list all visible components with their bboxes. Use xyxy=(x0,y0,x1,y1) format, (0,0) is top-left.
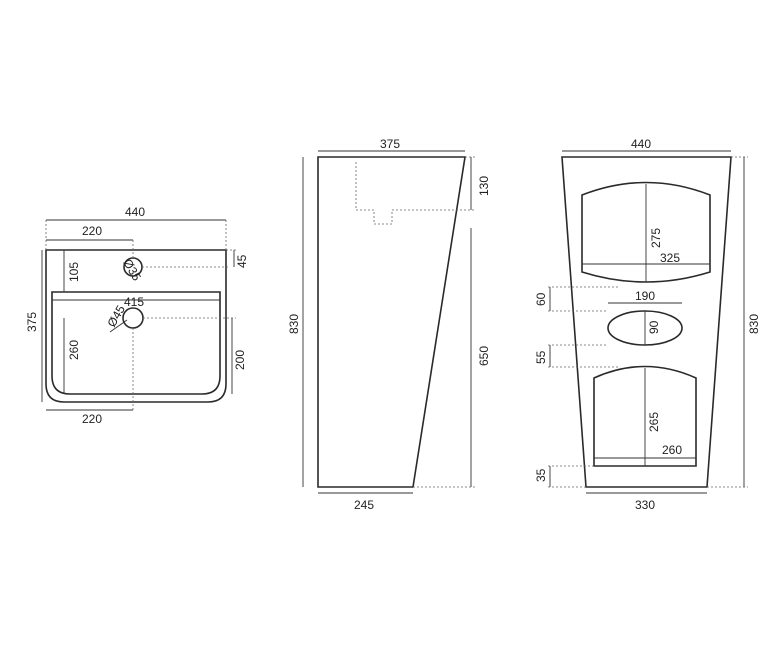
gap-upper-label: 60 xyxy=(534,292,548,306)
base-width-label: 330 xyxy=(635,498,655,512)
drain-from-front-label: 260 xyxy=(67,340,81,360)
side-body-outline xyxy=(317,156,466,488)
depth-label: 375 xyxy=(25,312,39,332)
lower-opening xyxy=(593,365,697,467)
lower-opening-width-label: 260 xyxy=(662,443,682,457)
side-total-height-label: 830 xyxy=(287,314,301,334)
top-half-label: 220 xyxy=(82,224,102,238)
oval-width-label: 190 xyxy=(635,289,655,303)
side-base-depth-label: 245 xyxy=(354,498,374,512)
front-top-width-label: 440 xyxy=(631,137,651,151)
top-width-label: 440 xyxy=(125,205,145,219)
bowl-outline xyxy=(51,291,221,395)
side-lower-height-label: 650 xyxy=(477,346,491,366)
oval-height-label: 90 xyxy=(647,320,661,334)
upper-opening-width-label: 325 xyxy=(660,251,680,265)
top-view: 440 220 220 375 105 45 Ø35 415 Ø45 260 xyxy=(25,205,249,426)
tap-offset-label: 45 xyxy=(235,254,249,268)
side-top-depth-label: 375 xyxy=(380,137,400,151)
side-bowl-height-label: 130 xyxy=(477,176,491,196)
front-total-height-label: 830 xyxy=(747,314,761,334)
drain-to-back-label: 200 xyxy=(233,350,247,370)
upper-opening xyxy=(581,181,711,283)
basin-outline xyxy=(45,249,227,403)
base-gap-label: 35 xyxy=(534,468,548,482)
front-view: 440 275 325 190 90 60 55 265 260 35 xyxy=(534,137,761,512)
gap-lower-label: 55 xyxy=(534,350,548,364)
back-to-tap-label: 105 xyxy=(67,262,81,282)
bottom-half-label: 220 xyxy=(82,412,102,426)
upper-opening-height-label: 275 xyxy=(649,228,663,248)
bowl-width-label: 415 xyxy=(124,295,144,309)
side-view: 375 130 830 650 245 xyxy=(287,137,491,512)
side-bowl-outline xyxy=(355,162,456,225)
lower-opening-height-label: 265 xyxy=(647,412,661,432)
